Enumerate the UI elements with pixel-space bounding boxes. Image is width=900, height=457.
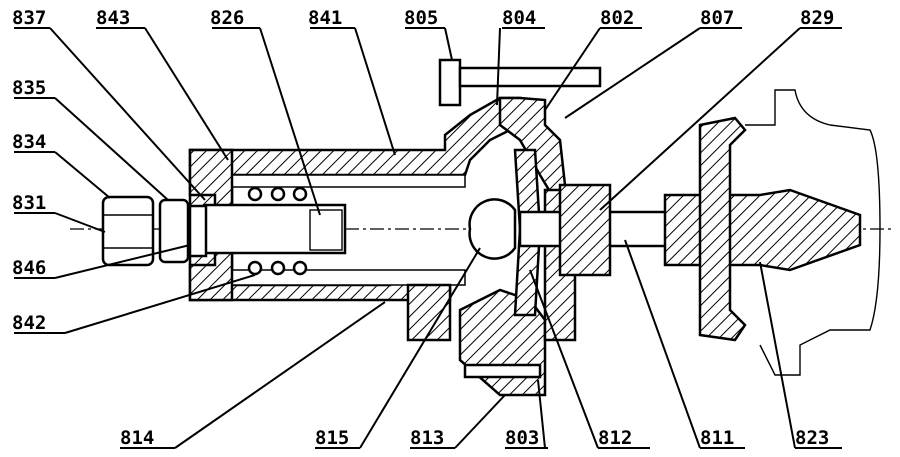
adjusting-nut — [158, 198, 190, 264]
bolt-shank-top — [458, 66, 602, 88]
piston-rod — [203, 203, 347, 255]
label-829: 829 — [800, 7, 834, 29]
bolt-head-top — [438, 58, 462, 107]
label-834: 834 — [12, 131, 46, 153]
label-807: 807 — [700, 7, 734, 29]
label-842: 842 — [12, 312, 46, 334]
label-803: 803 — [505, 427, 539, 449]
label-812: 812 — [598, 427, 632, 449]
label-814: 814 — [120, 427, 154, 449]
label-802: 802 — [600, 7, 634, 29]
cylinder-bore-top — [229, 174, 466, 188]
label-843: 843 — [96, 7, 130, 29]
label-811: 811 — [700, 427, 734, 449]
label-804: 804 — [502, 7, 536, 29]
washer — [188, 204, 208, 258]
shaft-seal — [558, 183, 612, 277]
label-813: 813 — [410, 427, 444, 449]
leader-lines — [14, 27, 842, 449]
hub-flange — [698, 116, 747, 342]
flange-block — [406, 283, 452, 342]
label-815: 815 — [315, 427, 349, 449]
bolt-bottom — [463, 363, 542, 379]
spring — [247, 186, 308, 276]
ball-joint — [468, 198, 517, 260]
label-841: 841 — [308, 7, 342, 29]
label-823: 823 — [795, 427, 829, 449]
label-831: 831 — [12, 192, 46, 214]
end-cap — [188, 148, 234, 302]
rod-end — [309, 209, 343, 251]
housing-outline — [745, 89, 881, 376]
hub — [663, 188, 862, 272]
label-826: 826 — [210, 7, 244, 29]
label-805: 805 — [404, 7, 438, 29]
label-837: 837 — [12, 7, 46, 29]
label-846: 846 — [12, 257, 46, 279]
cylinder-bore-bottom — [229, 269, 466, 286]
label-835: 835 — [12, 77, 46, 99]
lock-nut — [101, 195, 155, 267]
